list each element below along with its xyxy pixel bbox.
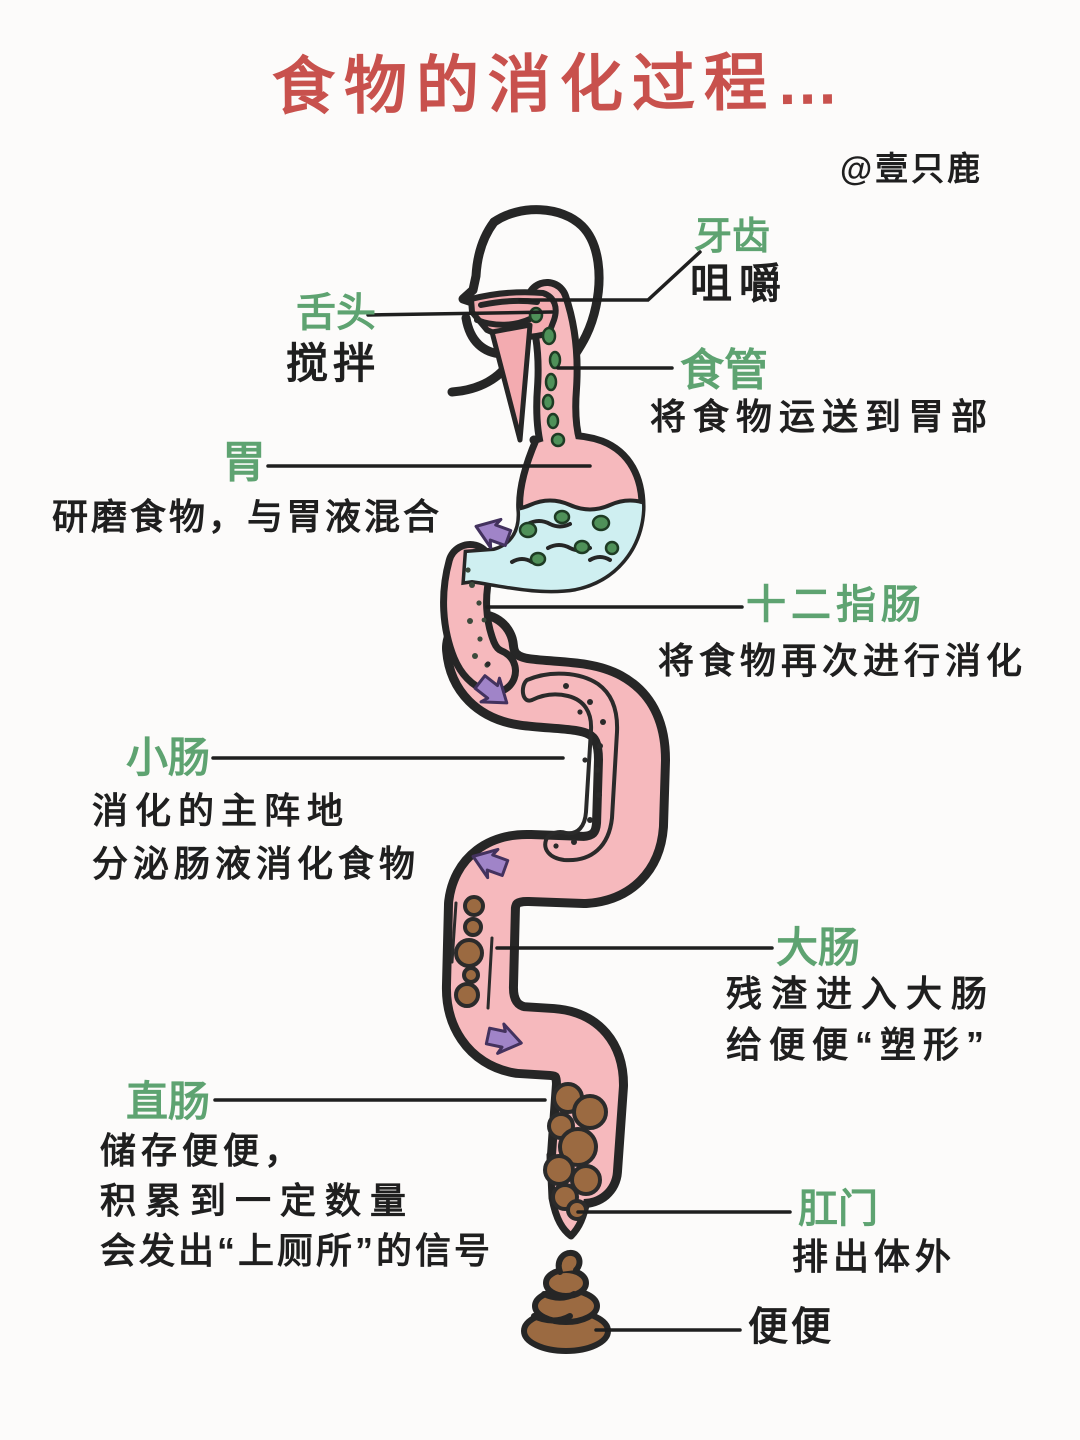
artist-signature: @壹只鹿 xyxy=(840,150,984,187)
note-small-intestine-1: 消化的主阵地 xyxy=(92,790,351,831)
label-anus: 肛门 xyxy=(798,1187,878,1231)
note-teeth: 咀嚼 xyxy=(690,260,789,307)
note-large-intestine-1: 残渣进入大肠 xyxy=(726,973,997,1014)
callout-line-tongue xyxy=(366,310,554,317)
tongue-line xyxy=(474,316,533,328)
label-large-intestine: 大肠 xyxy=(776,924,861,971)
note-stomach: 研磨食物，与胃液混合 xyxy=(52,496,443,537)
stool-lumps-colon xyxy=(454,895,485,1008)
note-esophagus: 将食物运送到胃部 xyxy=(650,396,995,437)
label-stomach: 胃 xyxy=(222,438,266,487)
poop-pile xyxy=(521,1249,611,1354)
note-rectum-2: 积累到一定数量 xyxy=(100,1180,416,1221)
note-rectum-1: 储存便便， xyxy=(100,1130,306,1171)
label-esophagus: 食管 xyxy=(680,346,768,395)
note-duodenum: 将食物再次进行消化 xyxy=(658,640,1028,681)
food-bits-in-esophagus xyxy=(528,306,566,448)
label-teeth: 牙齿 xyxy=(694,216,771,258)
label-poop: 便便 xyxy=(748,1305,834,1349)
callout-line-teeth xyxy=(518,250,702,302)
callout-lines xyxy=(211,250,792,1332)
note-large-intestine-2: 给便便“塑形” xyxy=(726,1024,992,1065)
chyme-dots-small-intestine xyxy=(485,661,606,849)
label-tongue: 舌头 xyxy=(296,291,376,335)
stool-balls-rectum xyxy=(543,1082,608,1221)
label-rectum: 直肠 xyxy=(126,1078,211,1125)
intestine-tube xyxy=(442,610,670,1240)
food-bits-in-stomach xyxy=(518,509,620,567)
note-tongue: 搅拌 xyxy=(286,340,381,387)
note-small-intestine-2: 分泌肠液消化食物 xyxy=(92,843,421,884)
pharynx-wedge xyxy=(489,322,533,443)
note-rectum-3: 会发出“上厕所”的信号 xyxy=(100,1230,494,1271)
label-small-intestine: 小肠 xyxy=(126,734,211,781)
label-duodenum: 十二指肠 xyxy=(746,583,926,627)
small-intestine-inner-channel xyxy=(520,671,620,863)
page-title: 食物的消化过程… xyxy=(271,47,849,123)
note-anus: 排出体外 xyxy=(792,1236,957,1277)
